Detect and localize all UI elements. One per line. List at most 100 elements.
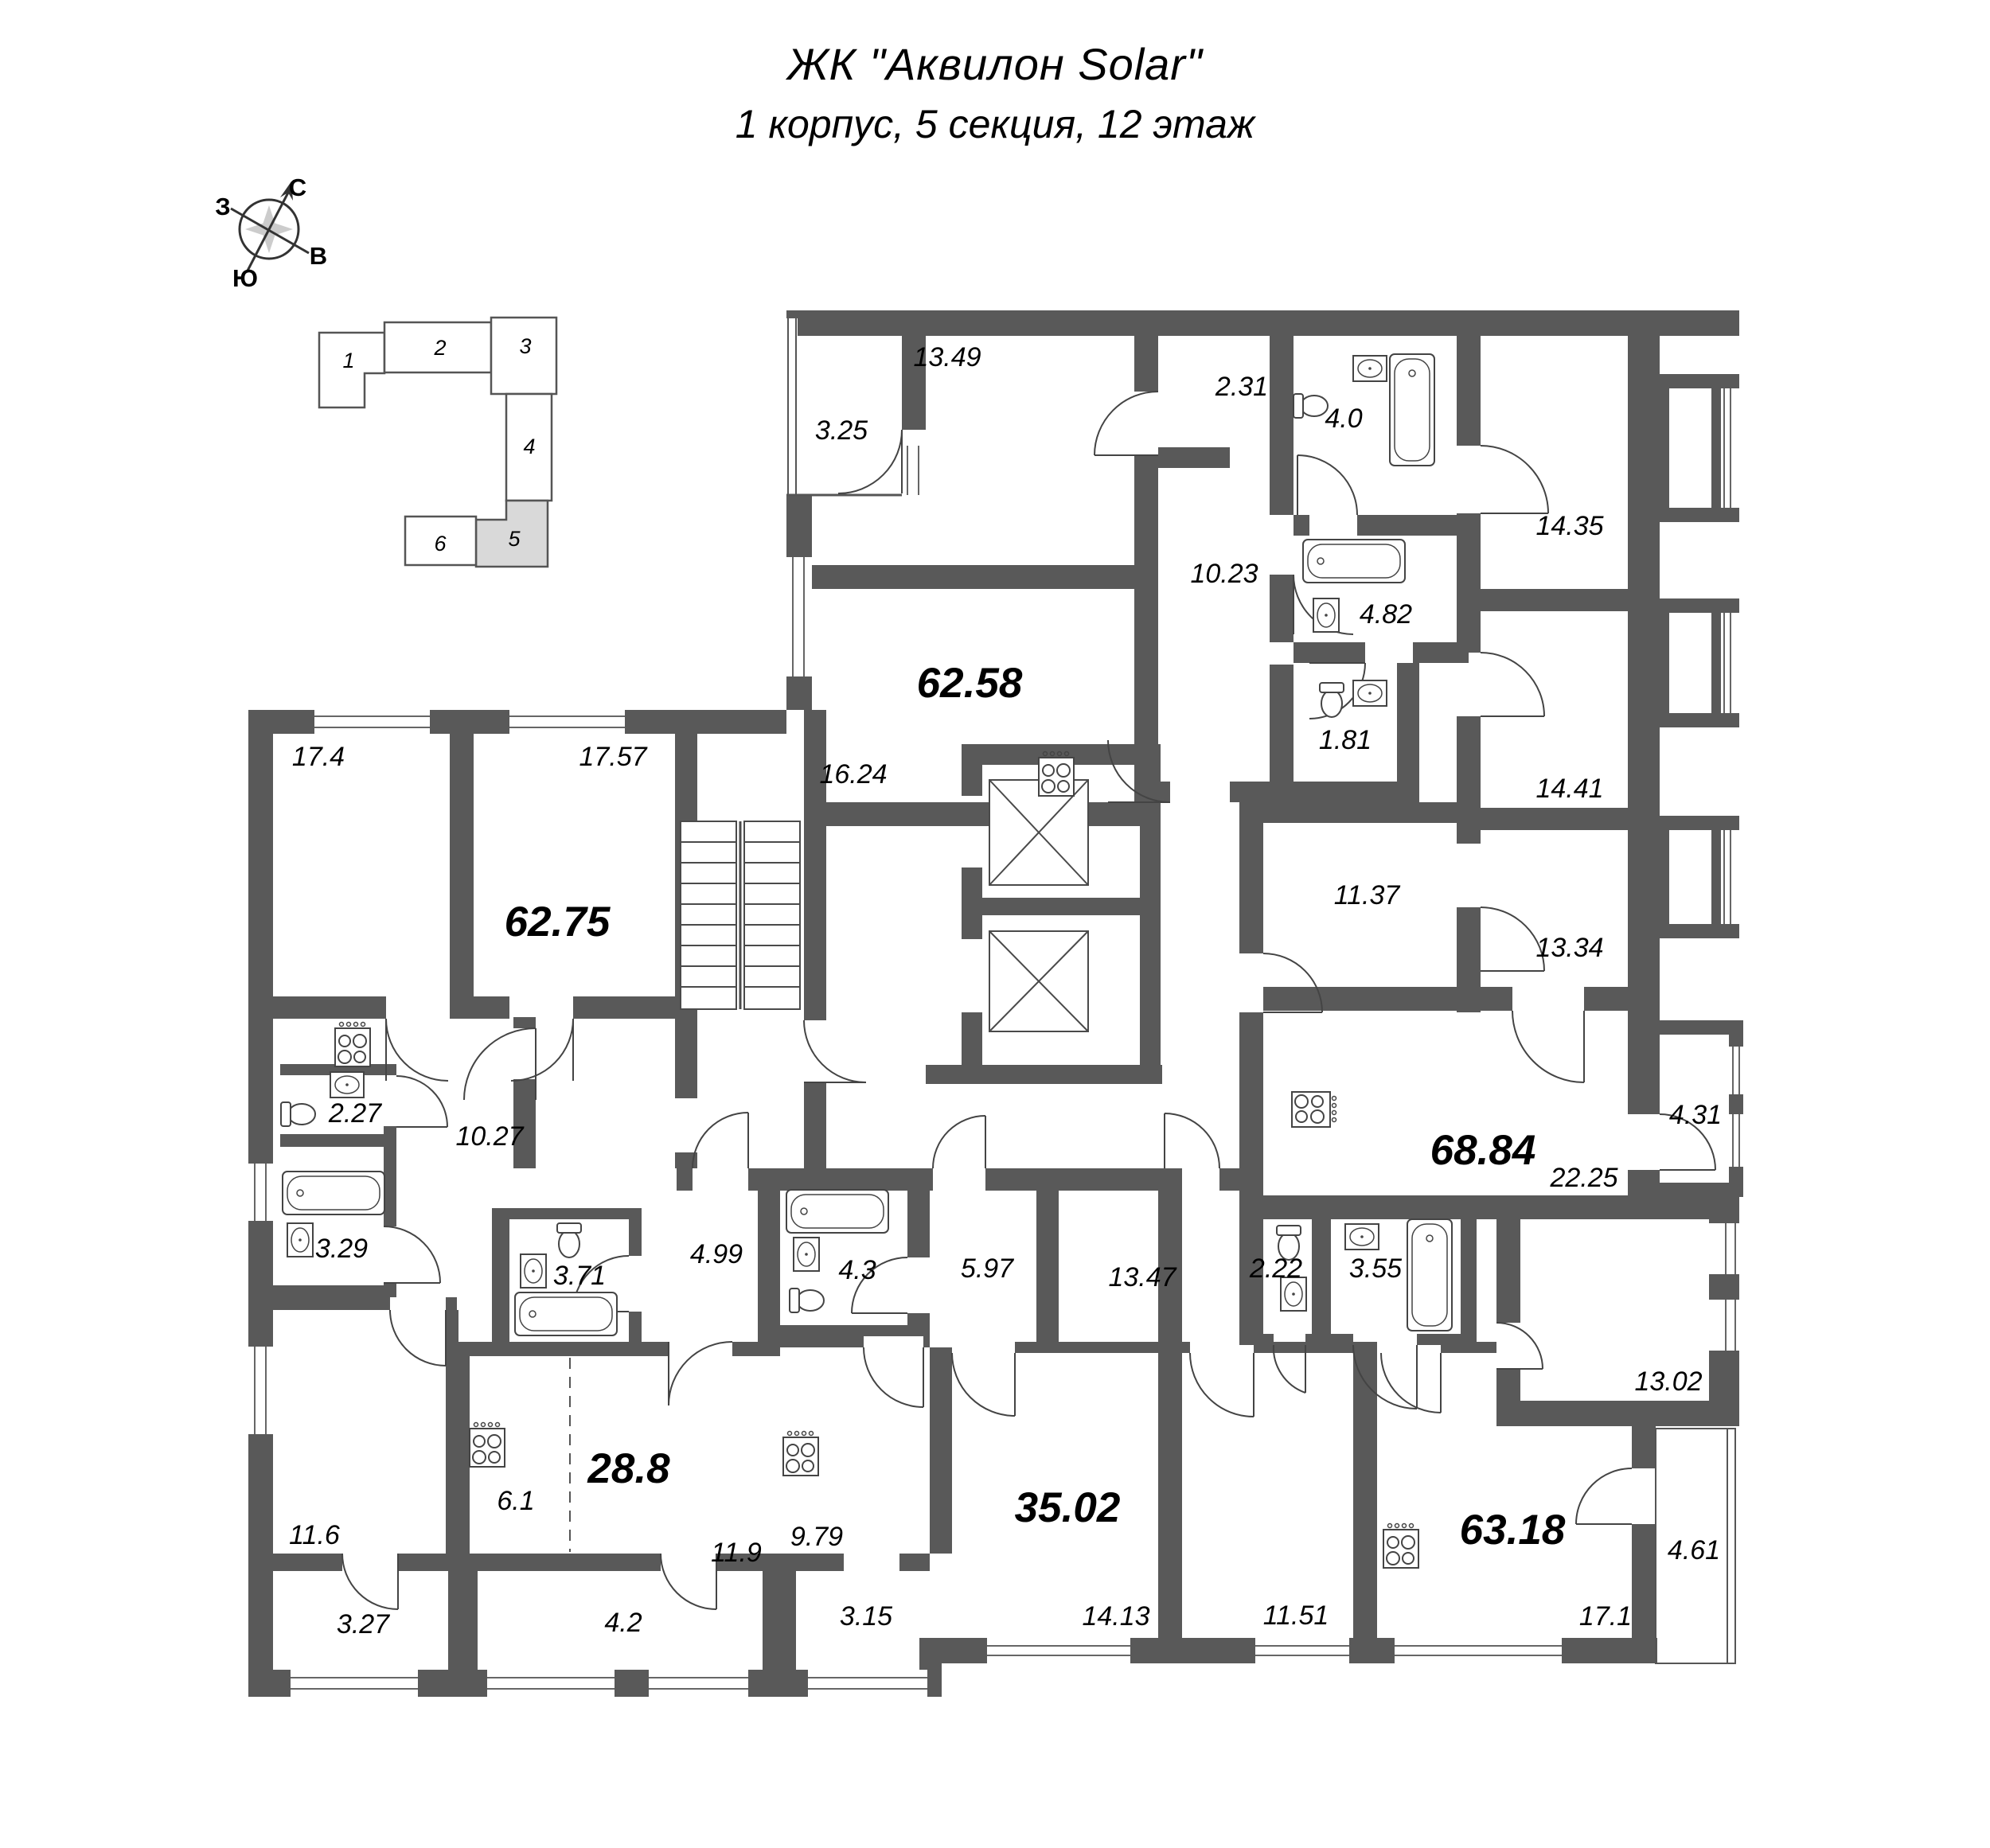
room-area-label: 2.22 bbox=[1249, 1253, 1302, 1284]
room-area-label: 6.1 bbox=[497, 1486, 534, 1516]
window-icon bbox=[314, 710, 430, 734]
window-icon bbox=[808, 1670, 927, 1697]
toilet-icon bbox=[789, 1288, 825, 1313]
window-icon bbox=[1255, 1638, 1349, 1663]
room-area-label: 13.02 bbox=[1634, 1367, 1702, 1397]
key-plan-section-3 bbox=[490, 316, 558, 396]
toilet-icon bbox=[1319, 682, 1344, 718]
compass-west-label: З bbox=[215, 193, 230, 220]
sink-icon bbox=[1352, 355, 1387, 382]
room-area-label: 16.24 bbox=[819, 759, 887, 789]
apartment-total-label: 62.58 bbox=[917, 660, 1023, 707]
sink-icon bbox=[1313, 598, 1340, 633]
bathtub-icon bbox=[1302, 539, 1406, 583]
elevator-icon bbox=[989, 930, 1089, 1032]
toilet-icon bbox=[280, 1101, 316, 1127]
room-area-labels: 13.49 3.25 2.31 4.0 14.35 62.58 16.24 10… bbox=[289, 342, 1722, 1639]
stove-icon bbox=[334, 1021, 371, 1067]
stove-icon bbox=[782, 1430, 819, 1476]
windows bbox=[248, 318, 1743, 1697]
room-area-label: 3.25 bbox=[815, 415, 868, 446]
apartment-total-label: 63.18 bbox=[1460, 1507, 1566, 1554]
room-area-label: 17.1 bbox=[1579, 1601, 1632, 1632]
room-area-label: 22.25 bbox=[1549, 1163, 1617, 1193]
room-area-label: 14.13 bbox=[1082, 1601, 1149, 1632]
complex-name: ЖК "Аквилон Solar" bbox=[787, 39, 1203, 89]
window-icon bbox=[1660, 388, 1734, 508]
room-area-label: 4.0 bbox=[1325, 404, 1362, 434]
toilet-icon bbox=[1293, 393, 1329, 419]
window-icon bbox=[1660, 830, 1734, 924]
sink-icon bbox=[1344, 1223, 1379, 1250]
room-area-label: 4.99 bbox=[690, 1239, 743, 1269]
building-section-floor: 1 корпус, 5 секция, 12 этаж bbox=[735, 102, 1255, 146]
stove-icon bbox=[1383, 1522, 1419, 1569]
window-icon bbox=[1709, 1223, 1739, 1274]
room-area-label: 3.27 bbox=[337, 1609, 390, 1639]
apartment-total-label: 68.84 bbox=[1430, 1127, 1536, 1174]
window-icon bbox=[291, 1670, 418, 1697]
room-area-label: 2.27 bbox=[328, 1098, 382, 1129]
key-plan-label-6: 6 bbox=[434, 532, 447, 556]
room-area-label: 4.82 bbox=[1360, 599, 1412, 630]
room-area-label: 4.31 bbox=[1669, 1100, 1722, 1130]
balcony-railing-icon bbox=[1655, 1428, 1736, 1664]
room-area-label: 4.3 bbox=[838, 1255, 876, 1285]
bathtub-icon bbox=[1389, 353, 1435, 466]
room-area-label: 13.49 bbox=[913, 342, 981, 372]
sink-icon bbox=[520, 1253, 547, 1289]
window-icon bbox=[1395, 1638, 1562, 1663]
window-icon bbox=[248, 1347, 273, 1434]
window-icon bbox=[487, 1670, 615, 1697]
compass-north-label: С bbox=[289, 173, 306, 201]
compass-east-label: В bbox=[310, 242, 327, 270]
window-icon bbox=[902, 446, 926, 495]
compass-rose: С З В Ю bbox=[215, 173, 327, 292]
apartment-total-label: 35.02 bbox=[1015, 1484, 1121, 1531]
toilet-icon bbox=[556, 1222, 582, 1258]
key-plan-label-1: 1 bbox=[342, 349, 354, 372]
room-area-label: 10.27 bbox=[455, 1121, 524, 1152]
compass-south-label: Ю bbox=[232, 264, 258, 292]
window-icon bbox=[1660, 613, 1734, 713]
room-area-label: 2.31 bbox=[1215, 372, 1268, 402]
window-icon bbox=[1709, 1300, 1739, 1351]
window-icon bbox=[987, 1638, 1130, 1663]
room-area-label: 17.57 bbox=[579, 742, 647, 772]
key-plan-section-2 bbox=[383, 321, 493, 374]
key-plan-section-5-highlighted bbox=[474, 499, 549, 568]
apartment-total-label: 62.75 bbox=[505, 899, 611, 945]
bathtub-icon bbox=[1407, 1218, 1453, 1331]
bathtub-icon bbox=[786, 1189, 889, 1234]
room-area-label: 13.47 bbox=[1108, 1262, 1176, 1292]
window-icon bbox=[509, 710, 625, 734]
room-area-label: 10.23 bbox=[1190, 559, 1258, 589]
window-icon bbox=[786, 318, 902, 497]
room-area-label: 5.97 bbox=[961, 1253, 1014, 1284]
room-area-label: 14.41 bbox=[1535, 774, 1603, 804]
room-area-label: 3.71 bbox=[553, 1261, 606, 1291]
room-area-label: 11.37 bbox=[1334, 880, 1401, 910]
key-plan-section-6 bbox=[404, 515, 478, 567]
room-area-label: 17.4 bbox=[292, 742, 345, 772]
doors bbox=[341, 391, 1716, 1610]
room-area-label: 9.79 bbox=[790, 1522, 843, 1552]
window-icon bbox=[786, 557, 812, 676]
room-area-label: 4.61 bbox=[1668, 1535, 1720, 1565]
stove-icon bbox=[469, 1421, 505, 1468]
room-area-label: 3.55 bbox=[1349, 1253, 1402, 1284]
key-plan: 1 2 3 4 5 6 bbox=[318, 316, 558, 568]
room-area-label: 14.35 bbox=[1535, 511, 1603, 541]
window-icon bbox=[1729, 1114, 1743, 1167]
room-area-label: 11.6 bbox=[289, 1520, 340, 1550]
room-area-label: 1.81 bbox=[1319, 725, 1372, 755]
key-plan-label-5: 5 bbox=[508, 527, 521, 551]
room-area-label: 13.34 bbox=[1535, 933, 1603, 963]
stove-icon bbox=[1291, 1091, 1337, 1128]
window-icon bbox=[649, 1670, 748, 1697]
sink-icon bbox=[1352, 680, 1387, 707]
sink-icon bbox=[330, 1071, 365, 1098]
key-plan-label-4: 4 bbox=[523, 435, 535, 458]
